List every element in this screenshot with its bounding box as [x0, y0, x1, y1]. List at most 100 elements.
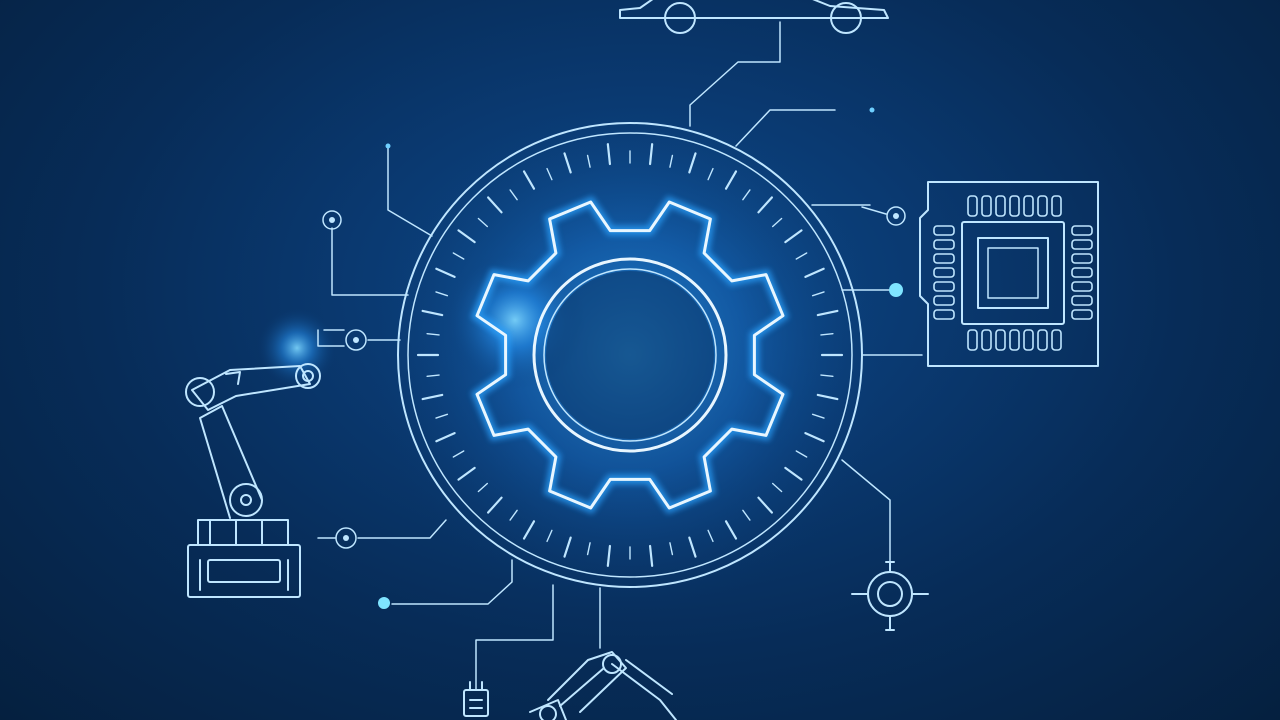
hub-tick [804, 431, 825, 443]
chip-pin [995, 195, 1006, 217]
chip-pin [1071, 239, 1093, 250]
hub-tick [757, 496, 773, 514]
chip-pin [1037, 329, 1048, 351]
hub-inner-ring [407, 132, 853, 578]
node-circle [322, 210, 342, 230]
hub-tick [509, 509, 518, 521]
gear-icon [470, 195, 790, 515]
hub-tick [724, 520, 738, 540]
node-dot [889, 283, 903, 297]
hub-tick [757, 196, 773, 214]
chip-pin [981, 329, 992, 351]
hub-tick [771, 217, 783, 228]
chip-pin [933, 225, 955, 236]
hub-tick [426, 374, 440, 378]
hub-tick [811, 413, 825, 419]
hub-tick [724, 170, 738, 190]
hub-tick [804, 267, 825, 279]
hub-tick [606, 544, 612, 567]
chip-pin [933, 267, 955, 278]
hub-tick [452, 252, 465, 260]
chip-pin [1071, 253, 1093, 264]
hub-tick [816, 309, 839, 317]
hub-tick [457, 466, 476, 481]
chip-pin [995, 329, 1006, 351]
hub-tick [435, 413, 449, 419]
hub-tick [688, 152, 697, 174]
chip-pin [967, 195, 978, 217]
hub-tick [816, 393, 839, 401]
chip-pin [933, 295, 955, 306]
chip-pin [1071, 309, 1093, 320]
hub-tick [546, 529, 553, 543]
chip-pin [933, 239, 955, 250]
hub-tick [784, 466, 803, 481]
hub-tick [522, 520, 536, 540]
hub-tick [707, 529, 714, 543]
hub-tick [669, 542, 674, 556]
sensor-node-icon [851, 561, 929, 631]
chip-pin [981, 195, 992, 217]
chip-pin [1071, 281, 1093, 292]
hub-tick [426, 332, 440, 336]
chip-pin [933, 281, 955, 292]
hub-tick [707, 167, 714, 181]
hub-tick [742, 189, 751, 201]
hub-tick [795, 252, 808, 260]
chip-pin [1023, 329, 1034, 351]
chip-pin [1009, 195, 1020, 217]
hub-tick [795, 450, 808, 458]
hub-tick [606, 143, 612, 166]
hub-tick [435, 431, 456, 443]
hub-tick-marks [416, 143, 844, 567]
hub-tick [648, 143, 654, 166]
hub-tick [563, 152, 572, 174]
node-dot [378, 597, 390, 609]
chip-pin [933, 253, 955, 264]
hub-tick [820, 332, 834, 336]
gear-hub-ring [543, 268, 717, 442]
hub-tick [784, 229, 803, 244]
hub-tick [742, 509, 751, 521]
hub-tick [509, 189, 518, 201]
car-icon [619, 0, 889, 34]
hub-tick [811, 291, 825, 297]
chip-pins [933, 195, 1093, 351]
gripper-arm-icon [529, 651, 677, 720]
connector-plug-icon [463, 681, 489, 717]
hub-tick [586, 542, 591, 556]
hub-tick [546, 167, 553, 181]
chip-pin [1037, 195, 1048, 217]
hub-tick [522, 170, 536, 190]
hub-tick [457, 229, 476, 244]
hub-tick [688, 536, 697, 558]
node-circle [345, 329, 367, 351]
robotic-arm-icon [185, 363, 321, 598]
chip-pin [1071, 225, 1093, 236]
gear-inner-ring [532, 257, 728, 453]
hub-tick [477, 217, 489, 228]
hub-tick [477, 482, 489, 493]
hub-tick [771, 482, 783, 493]
hub-tick [648, 544, 654, 567]
chip-pin [1009, 329, 1020, 351]
chip-pin [967, 329, 978, 351]
hub-tick [435, 267, 456, 279]
hub-tick [487, 196, 503, 214]
chip-pin [1051, 195, 1062, 217]
hub-tick [820, 374, 834, 378]
microchip-icon [919, 181, 1099, 367]
chip-pin [1023, 195, 1034, 217]
node-circle [886, 206, 906, 226]
hub-tick [421, 309, 444, 317]
hub-tick [487, 496, 503, 514]
hub-tick [421, 393, 444, 401]
hub-tick [669, 154, 674, 168]
chip-pin [1071, 295, 1093, 306]
hub-tick [452, 450, 465, 458]
connector-lines [317, 21, 923, 691]
hub-tick [435, 291, 449, 297]
hub-tick [586, 154, 591, 168]
